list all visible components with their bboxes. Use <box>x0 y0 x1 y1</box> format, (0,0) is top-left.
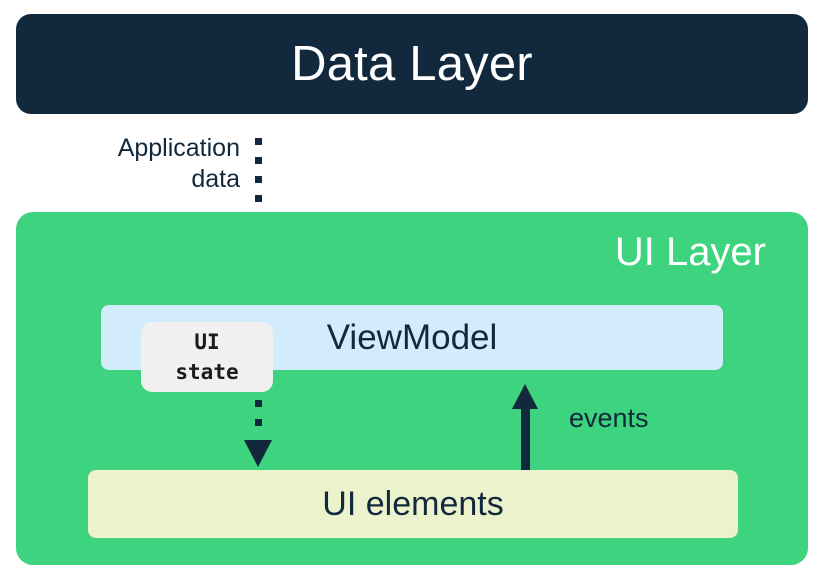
dotted-arrow-dot <box>255 157 262 164</box>
application-data-label-line2: data <box>191 164 240 193</box>
ui-layer-label: UI Layer <box>614 230 766 274</box>
viewmodel-label-wrap: ViewModel <box>101 305 723 370</box>
data-layer-box: Data Layer <box>16 14 808 114</box>
ui-state-chip: UI state <box>141 322 273 392</box>
viewmodel-label: ViewModel <box>326 317 498 357</box>
application-data-label-line1: Application <box>117 134 240 162</box>
ui-state-chip-line2: state <box>175 360 239 384</box>
dotted-arrow-dot <box>255 419 262 426</box>
dotted-arrow-dot <box>255 138 262 145</box>
ui-elements-label: UI elements <box>322 484 504 523</box>
arrowhead-down-icon <box>244 440 272 467</box>
application-data-label: Application data <box>60 133 240 194</box>
dotted-arrow-dot <box>255 176 262 183</box>
dotted-arrow-dot <box>255 400 262 407</box>
ui-elements-box <box>88 470 738 538</box>
dotted-arrow-dot <box>255 195 262 202</box>
arrowhead-up-icon <box>512 384 538 409</box>
events-arrow-shaft <box>521 405 530 470</box>
data-layer-label: Data Layer <box>291 36 533 91</box>
ui-state-chip-line1: UI <box>194 329 220 354</box>
events-label: events <box>569 403 649 433</box>
ui-elements-label-wrap: UI elements <box>88 470 738 538</box>
